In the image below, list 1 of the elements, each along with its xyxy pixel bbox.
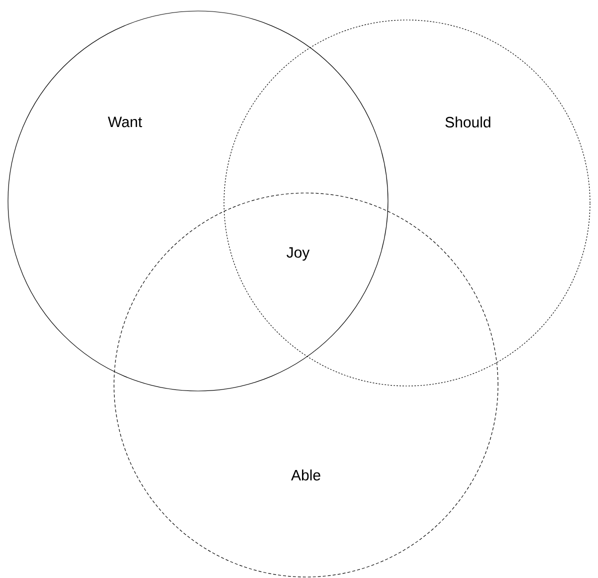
overlap-label: Joy [286, 247, 310, 261]
